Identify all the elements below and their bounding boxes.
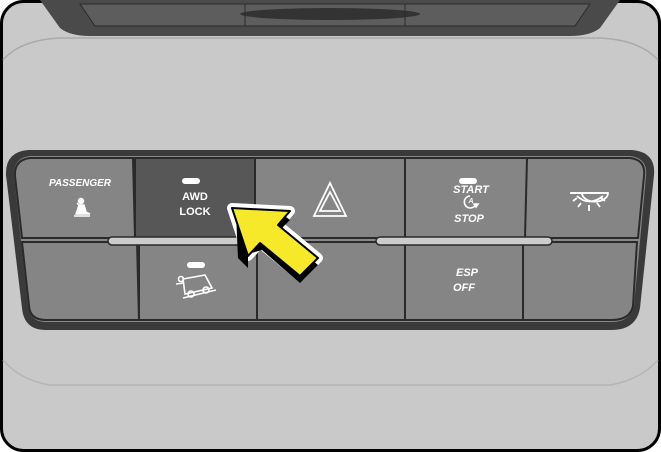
air-vent (40, 0, 620, 36)
stop-label: STOP (454, 213, 484, 225)
hill-descent-icon (175, 274, 217, 299)
hazard-triangle-icon (312, 180, 348, 217)
button-blank-left[interactable] (20, 241, 141, 321)
auto-label: A (468, 198, 474, 205)
esp-label: ESP (455, 267, 478, 279)
chrome-strip-right (375, 236, 553, 246)
seatbelt-icon (74, 197, 91, 217)
hill-descent-indicator-led (187, 262, 205, 268)
pointer-arrow-icon (227, 203, 323, 283)
button-esp-off[interactable] (404, 241, 524, 321)
dome-light-icon (570, 192, 609, 211)
off-label: OFF (453, 282, 475, 294)
button-passenger-airbag[interactable] (13, 157, 137, 239)
start-stop-indicator-led (459, 178, 477, 184)
auto-start-stop-icon (463, 195, 480, 209)
chrome-strip-left (107, 236, 249, 246)
awd-indicator-led (182, 178, 200, 184)
awd-label: AWD (182, 191, 208, 203)
passenger-label: PASSENGER (48, 178, 112, 189)
start-label: START (453, 184, 489, 196)
button-blank-right[interactable] (522, 241, 639, 321)
lock-label: LOCK (179, 206, 211, 218)
